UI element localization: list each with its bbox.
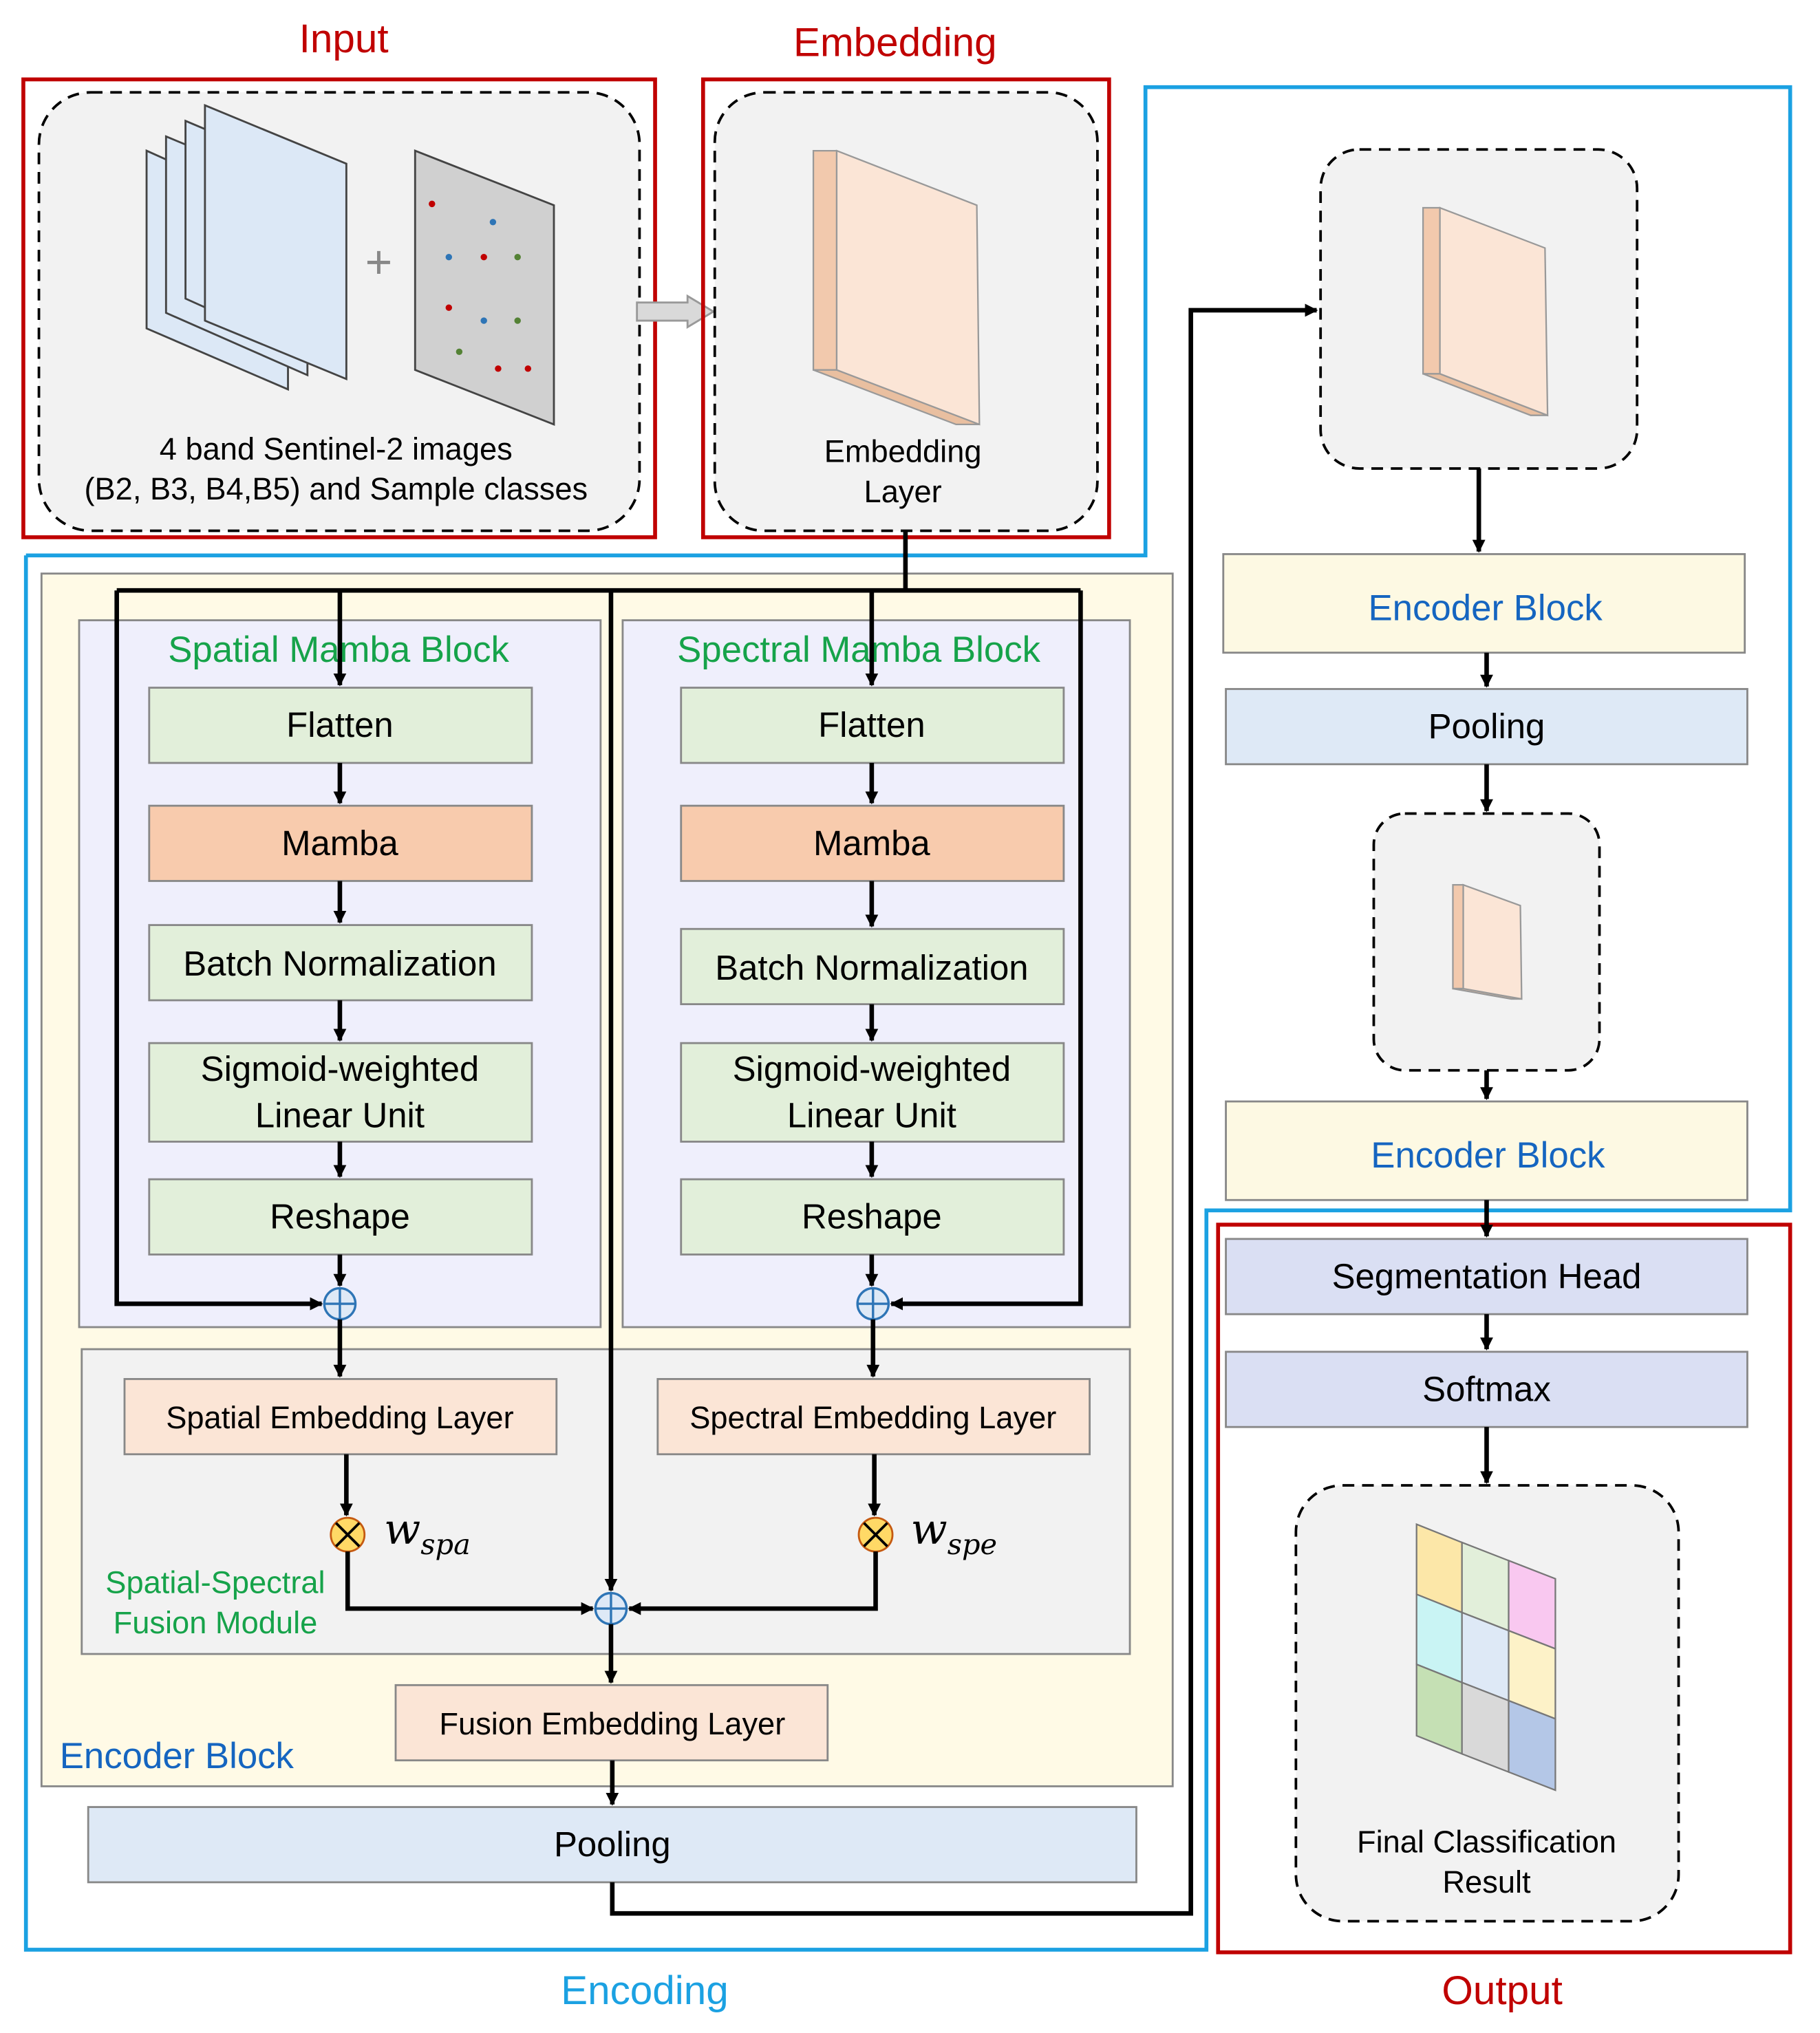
section-title-input: Input [299,17,389,61]
spatial-silu-box [148,1042,533,1143]
spectral-reshape-box [680,1178,1065,1256]
spatial-silu-label-line2: Linear Unit [255,1096,425,1135]
weight-spa-sub: spa [420,1528,471,1561]
spatial-embedding-label: Spatial Embedding Layer [166,1400,513,1435]
weight-spa-base: w [384,1504,420,1554]
weight-spe-base: w [910,1504,947,1554]
softmax-box [1225,1351,1748,1428]
spectral-embedding-box [656,1378,1091,1456]
segmentation-head-label: Segmentation Head [1332,1256,1642,1295]
weight-spe-sub: spe [948,1528,997,1561]
feature-tensor-icon-2 [1452,883,1523,1000]
weight-spe-label: wspe [910,1504,997,1561]
spectral-batchnorm-box [680,927,1065,1006]
embedding-caption-line2: Layer [864,474,942,509]
fusion-embedding-label: Fusion Embedding Layer [439,1706,785,1741]
spatial-reshape-label: Reshape [270,1197,410,1236]
right-encoder-block-1-label: Encoder Block [1368,588,1603,629]
spatial-embedding-box [123,1378,558,1456]
classification-grid-icon [1415,1523,1556,1792]
weight-spa-label: wspa [384,1504,471,1561]
embedding-tensor-icon [812,149,981,426]
feature-tensor-icon-1 [1422,206,1549,417]
spectral-mamba-title: Spectral Mamba Block [677,630,1040,670]
spectral-batchnorm-label: Batch Normalization [715,948,1028,987]
encoding-section-frame [23,85,1792,1952]
add-spatial-icon [323,1287,357,1321]
spectral-silu-label-line1: Sigmoid-weighted [733,1049,1011,1088]
spectral-embedding-label: Spectral Embedding Layer [689,1400,1056,1435]
spectral-reshape-label: Reshape [802,1197,942,1236]
main-pooling-label: Pooling [554,1825,671,1864]
spectral-mamba-box [680,804,1065,882]
input-caption-line2: (B2, B3, B4,B5) and Sample classes [84,471,588,506]
spectral-flatten-label: Flatten [818,705,925,744]
encoder-connectors [114,303,1318,1916]
segmentation-head-box [1225,1238,1748,1315]
right-encoder-block-2-label: Encoder Block [1371,1135,1605,1176]
spatial-flatten-box [148,687,533,764]
right-pooling-box [1225,688,1748,766]
softmax-label: Softmax [1422,1369,1551,1408]
plus-icon: + [365,237,393,288]
section-title-output: Output [1442,1968,1562,2013]
right-pooling-label: Pooling [1428,707,1545,746]
multiply-spa-icon [330,1516,366,1553]
spatial-silu-label-line1: Sigmoid-weighted [201,1049,480,1088]
fusion-module-title-line2: Fusion Module [114,1605,318,1640]
sample-classes-map-icon [414,149,555,426]
final-result-label-line1: Final Classification [1357,1825,1616,1860]
main-pooling-box [87,1806,1137,1884]
spectral-silu-box [680,1042,1065,1143]
right-encoder-block-1-box [1222,552,1746,654]
spatial-batchnorm-box [148,924,533,1002]
spatial-flatten-label: Flatten [286,705,394,744]
section-title-embedding: Embedding [793,20,997,65]
encoder-block-label: Encoder Block [60,1736,295,1776]
add-spectral-icon [856,1287,890,1321]
input-caption-line1: 4 band Sentinel-2 images [160,431,513,466]
output-section-frame [1216,1223,1792,1955]
input-to-embedding-arrow-icon [636,294,716,329]
fusion-module-title-line1: Spatial-Spectral [105,1564,325,1600]
spatial-mamba-label: Mamba [281,824,398,863]
spatial-mamba-box [148,804,533,882]
spatial-reshape-box [148,1178,533,1256]
spectral-silu-label-line2: Linear Unit [787,1096,956,1135]
final-result-label-line2: Result [1442,1864,1531,1900]
sentinel-band-stack-icon [145,104,347,391]
embedding-caption-line1: Embedding [824,434,982,469]
spatial-batchnorm-label: Batch Normalization [183,944,496,983]
multiply-spe-icon [857,1516,894,1553]
section-title-encoding: Encoding [561,1968,729,2013]
spectral-mamba-label: Mamba [813,824,930,863]
fusion-embedding-box [394,1684,829,1762]
add-fusion-icon [594,1591,628,1626]
spectral-flatten-box [680,687,1065,764]
